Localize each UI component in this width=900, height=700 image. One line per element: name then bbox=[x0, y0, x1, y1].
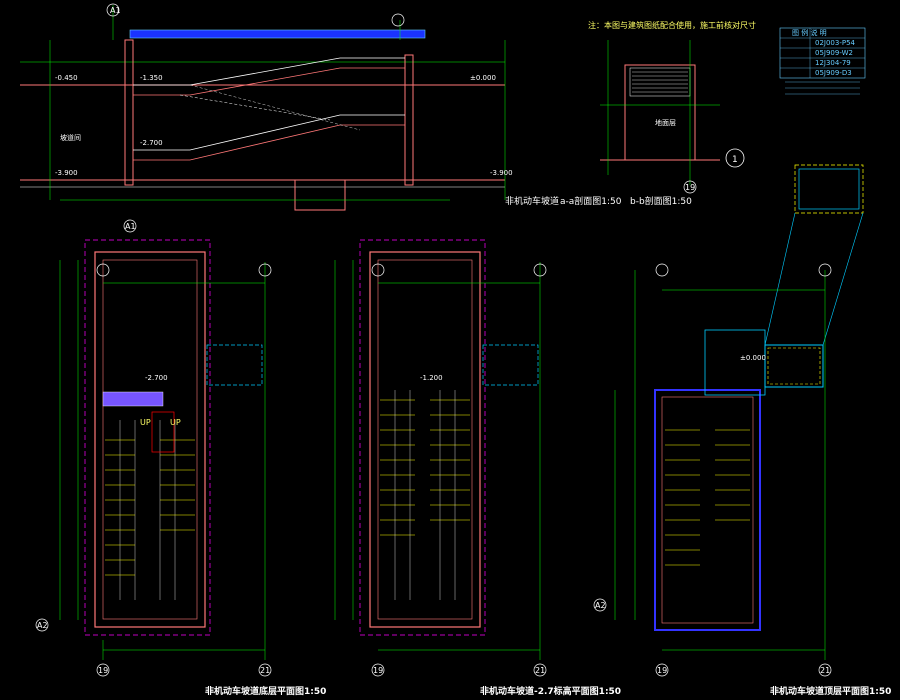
axis-label: 19 bbox=[657, 666, 667, 675]
legend-row: 02J003-P54 bbox=[815, 39, 856, 47]
axis-bubble bbox=[35, 618, 49, 632]
legend-row: 05J909-W2 bbox=[815, 49, 853, 57]
plan-2-title: 非机动车坡道-2.7标高平面图1:50 bbox=[480, 685, 621, 697]
level-label: -2.700 bbox=[145, 374, 168, 382]
section-a-title: 非机动车坡道 bbox=[505, 195, 559, 207]
axis-bubble bbox=[123, 219, 137, 233]
legend-table: 图 例 说 明 02J003-P54 05J909-W2 12J304-79 0… bbox=[779, 27, 866, 95]
axis-label: 21 bbox=[820, 666, 830, 675]
axis-bubble bbox=[391, 13, 405, 27]
axis-label: 19 bbox=[98, 666, 108, 675]
plan-1-title: 非机动车坡道底层平面图1:50 bbox=[205, 685, 326, 697]
axis-bubble bbox=[818, 263, 832, 277]
axis-label: A2 bbox=[595, 601, 606, 610]
axis-bubble bbox=[371, 263, 385, 277]
legend-row: 12J304-79 bbox=[815, 59, 851, 67]
axis-bubble bbox=[655, 263, 669, 277]
detail-mark bbox=[725, 148, 745, 168]
axis-bubble bbox=[593, 598, 607, 612]
level-label: ±0.000 bbox=[740, 354, 766, 362]
axis-label: 21 bbox=[535, 666, 545, 675]
room-label: 地面层 bbox=[655, 118, 676, 127]
legend-row: 05J909-D3 bbox=[815, 69, 852, 77]
level-label: ±0.000 bbox=[470, 74, 496, 82]
axis-bubble bbox=[96, 263, 110, 277]
axis-bubble bbox=[818, 663, 832, 677]
axis-bubble bbox=[371, 663, 385, 677]
stair-note: UP bbox=[140, 418, 151, 427]
room-label: 坡道间 bbox=[60, 133, 81, 142]
legend-title: 图 例 说 明 bbox=[792, 28, 827, 37]
level-label: -1.200 bbox=[420, 374, 443, 382]
level-label: -2.700 bbox=[140, 139, 163, 147]
axis-bubble bbox=[106, 3, 120, 17]
level-label: -1.350 bbox=[140, 74, 163, 82]
plan-minus-2-7: 19 21 -1.200 非机动车坡道-2.7标高平面图1:50 bbox=[334, 239, 621, 697]
note-text: 注：本图与建筑图纸配合使用，施工前核对尺寸 bbox=[588, 20, 756, 30]
section-a-subtitle: a-a剖面图1:50 bbox=[560, 195, 622, 207]
section-a-a: A1 A1 -0.450 -1.350 -3.900 -2.700 ±0.000… bbox=[20, 3, 622, 233]
stair-note: UP bbox=[170, 418, 181, 427]
detail-mark-label: 1 bbox=[732, 155, 738, 165]
axis-bubble bbox=[258, 263, 272, 277]
plan-3-title: 非机动车坡道顶层平面图1:50 bbox=[770, 685, 891, 697]
axis-bubble bbox=[96, 663, 110, 677]
axis-bubble bbox=[533, 663, 547, 677]
axis-label: 21 bbox=[260, 666, 270, 675]
axis-label: 19 bbox=[685, 183, 695, 192]
level-label: -0.450 bbox=[55, 74, 78, 82]
axis-label: A2 bbox=[37, 621, 48, 630]
axis-bubble bbox=[683, 180, 697, 194]
axis-bubble bbox=[258, 663, 272, 677]
axis-label: A1 bbox=[125, 222, 136, 231]
axis-label: 19 bbox=[373, 666, 383, 675]
axis-label: A1 bbox=[110, 6, 121, 15]
level-label: -3.900 bbox=[55, 169, 78, 177]
plan-top-floor: 19 21 A2 ±0.000 非机动车坡道顶层平面图1:50 bbox=[593, 164, 891, 697]
plan-ground-floor: 19 21 A2 -2.700 UP UP 非机动车坡道底层平面图1:50 bbox=[35, 239, 326, 697]
section-b-b: 注：本图与建筑图纸配合使用，施工前核对尺寸 地面层 19 1 b-b剖面图1:5… bbox=[588, 20, 756, 207]
level-label: -3.900 bbox=[490, 169, 513, 177]
axis-bubble bbox=[655, 663, 669, 677]
axis-bubble bbox=[533, 263, 547, 277]
section-b-subtitle: b-b剖面图1:50 bbox=[630, 195, 692, 207]
